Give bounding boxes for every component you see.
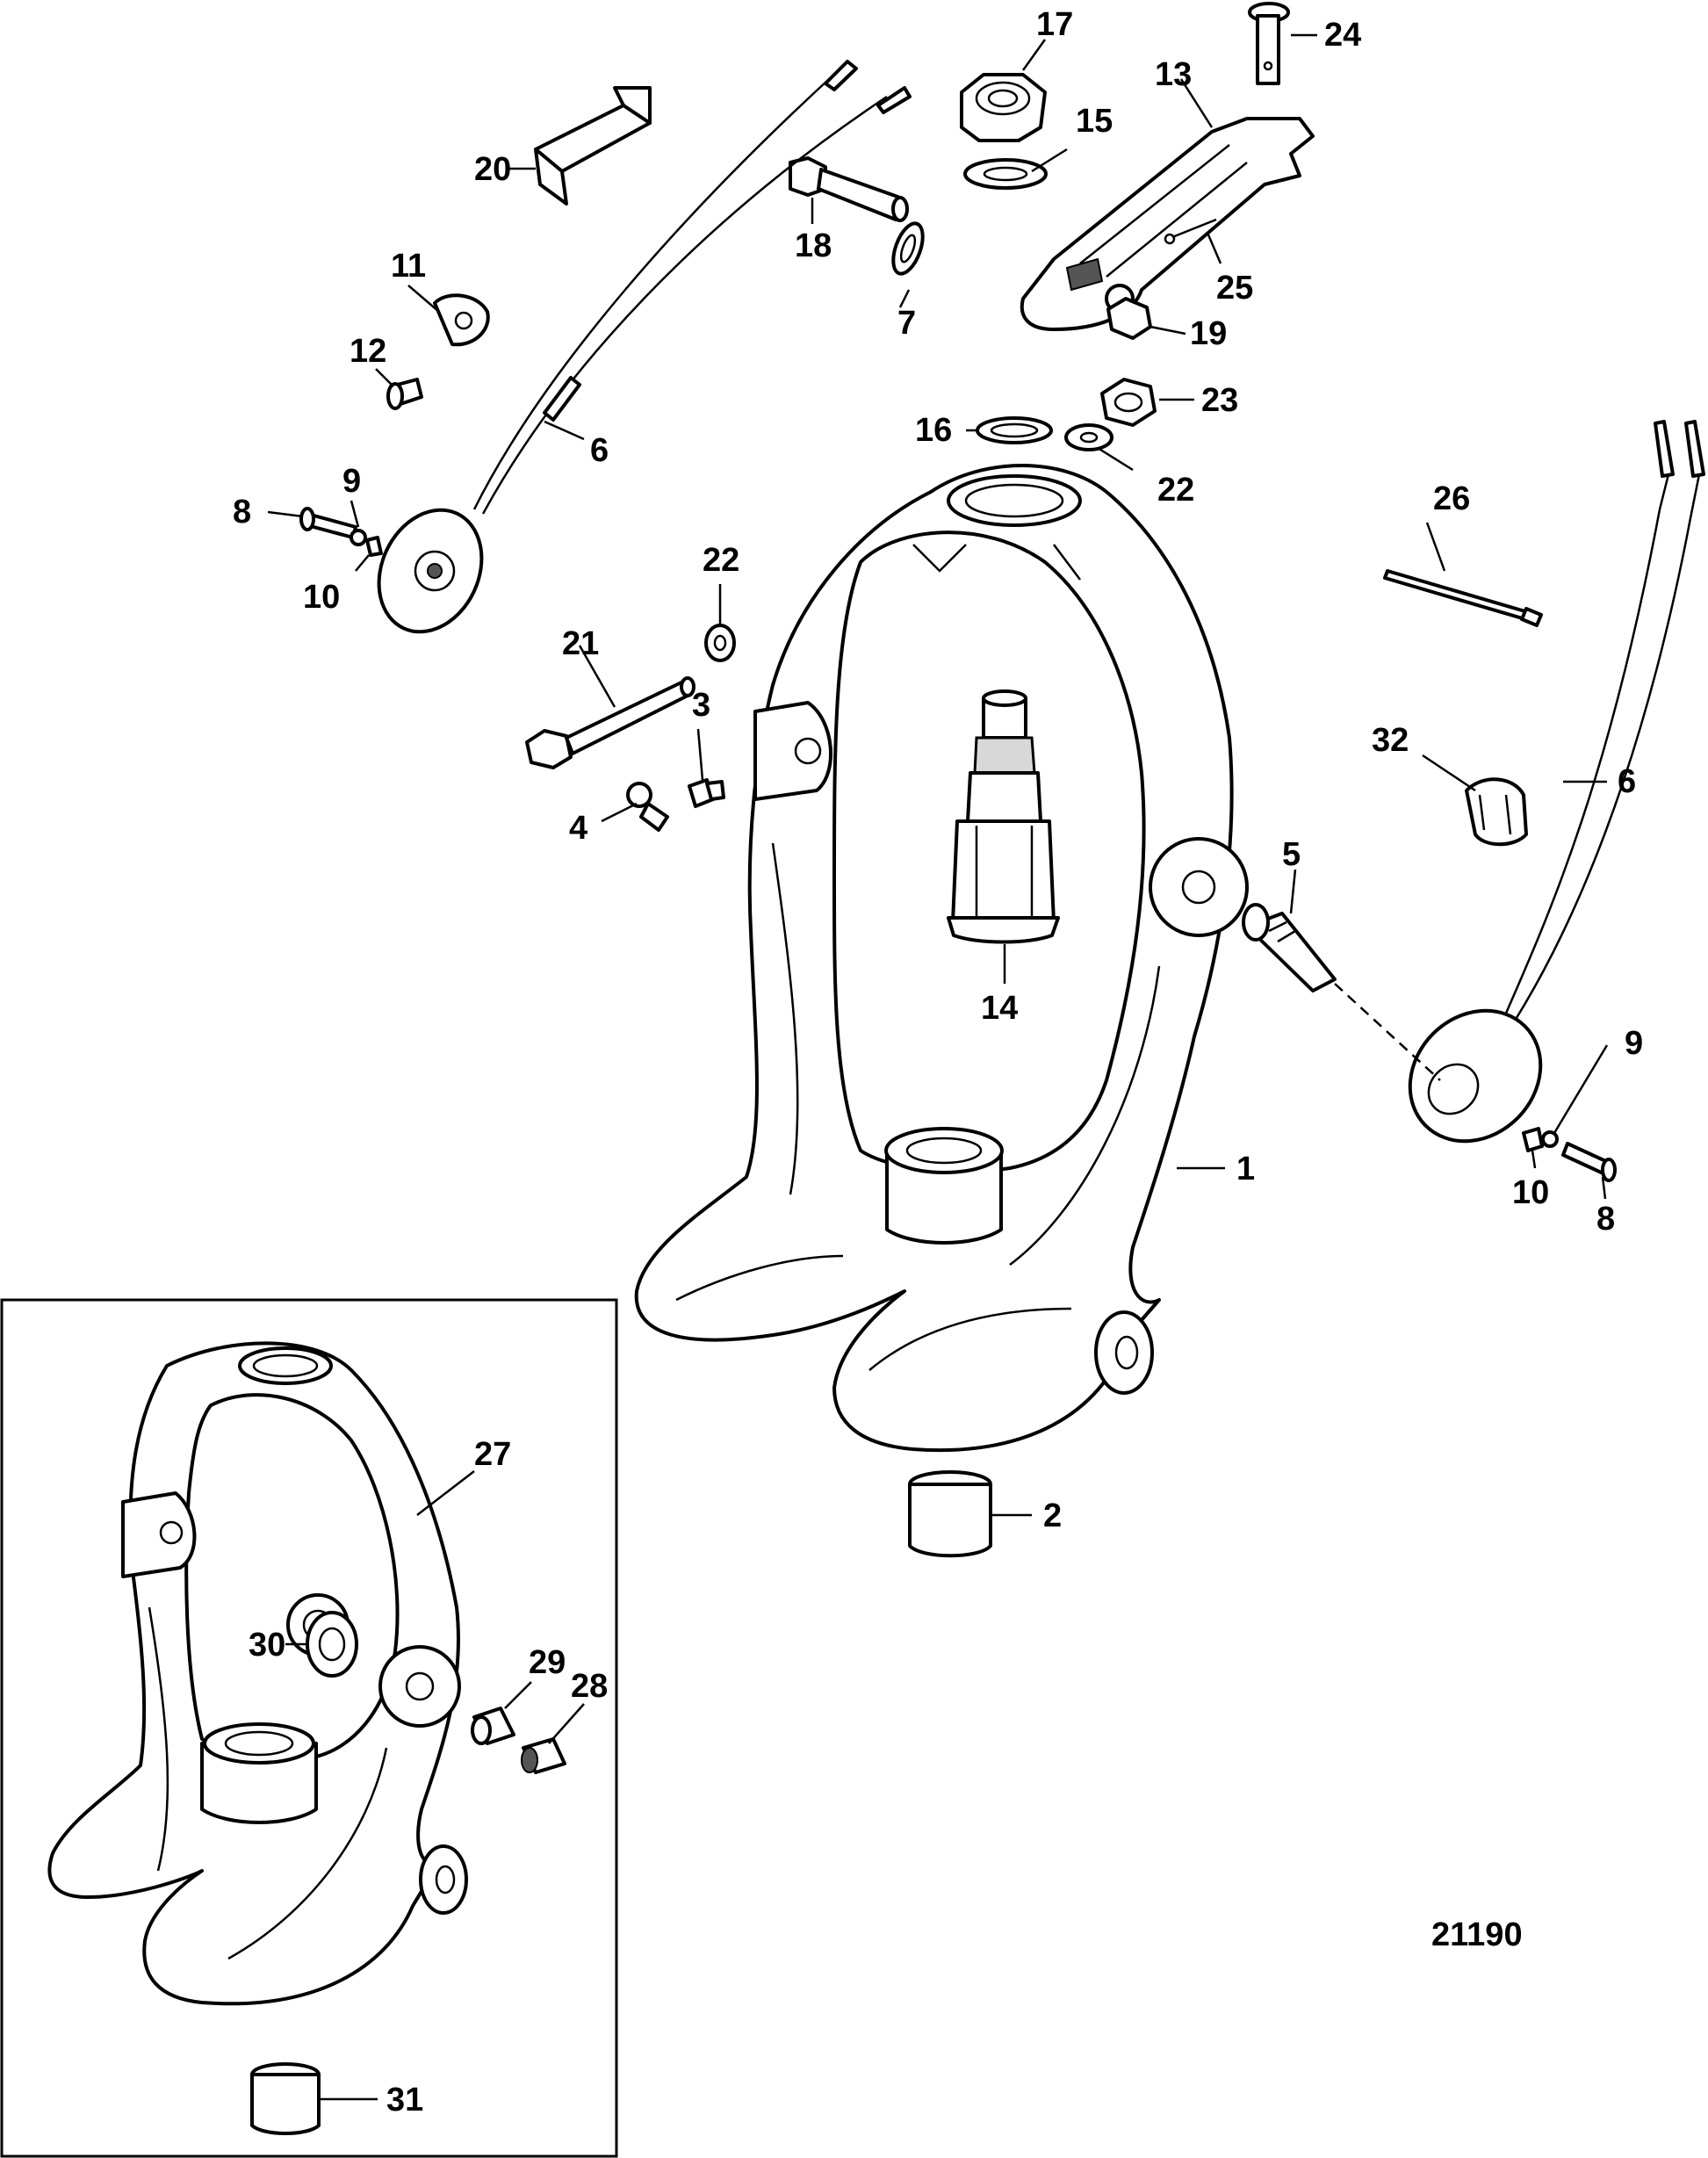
callout-30: 30 (249, 1627, 285, 1664)
callout-27: 27 (474, 1436, 511, 1473)
callout-13: 13 (1155, 56, 1192, 93)
swivel-bracket-part-1 (634, 464, 1249, 1453)
washer-part-9-left (350, 529, 367, 546)
cable-bracket-part-20 (534, 86, 652, 206)
callout-10-right: 10 (1512, 1174, 1549, 1211)
washer-part-30 (306, 1611, 358, 1678)
nut-part-23 (1100, 378, 1157, 427)
callout-9-left: 9 (342, 463, 361, 500)
bushing-part-10-left (365, 536, 383, 557)
screw-part-8-right (1561, 1142, 1617, 1182)
callout-2: 2 (1043, 1498, 1062, 1534)
washer-part-22-lower (704, 624, 736, 662)
callout-7: 7 (897, 305, 916, 342)
callout-18: 18 (795, 227, 832, 264)
callout-19: 19 (1190, 315, 1227, 352)
callout-16: 16 (915, 412, 952, 449)
trim-sender-cable-part-6-right (1500, 420, 1705, 1028)
callout-10-left: 10 (303, 579, 340, 616)
screw-part-12 (386, 378, 423, 410)
callout-3: 3 (692, 687, 710, 724)
washer-part-7 (891, 221, 925, 276)
cable-clip-part-32 (1465, 777, 1528, 847)
callout-23: 23 (1201, 382, 1238, 419)
grease-fitting-part-3 (688, 778, 725, 808)
callout-22-lower: 22 (703, 542, 739, 579)
callout-20: 20 (474, 151, 511, 188)
screw-part-8-left (299, 507, 357, 539)
callout-17: 17 (1036, 6, 1073, 43)
cable-tie-part-26 (1383, 569, 1543, 627)
trim-sender-part-left (377, 508, 484, 634)
callout-9-right: 9 (1625, 1025, 1643, 1062)
callout-12: 12 (350, 333, 386, 370)
alternate-swivel-bracket-part-27 (47, 1341, 468, 2006)
inset-frame (0, 1298, 618, 2158)
callout-14: 14 (981, 990, 1018, 1027)
callout-8-left: 8 (233, 494, 251, 530)
trim-sender-cable-part-6-left (472, 60, 912, 515)
callout-5: 5 (1282, 836, 1301, 873)
callout-29: 29 (529, 1644, 566, 1681)
steering-shaft-part-14 (947, 689, 1060, 944)
callout-32: 32 (1372, 722, 1409, 759)
callout-labels: 17 24 13 15 20 18 7 25 19 11 12 23 16 22… (233, 6, 1643, 2118)
callout-8-right: 8 (1596, 1201, 1615, 1238)
figure-id: 21190 (1431, 1916, 1523, 1953)
washer-part-15 (963, 158, 1048, 190)
callout-26: 26 (1433, 480, 1470, 517)
trim-sender-part-right (1408, 1008, 1543, 1144)
bolt-part-18 (789, 156, 909, 222)
callout-22-upper: 22 (1157, 472, 1194, 509)
pivot-pin-part-5 (1242, 903, 1441, 1081)
clip-part-4 (626, 782, 669, 832)
callout-6-left: 6 (590, 432, 609, 469)
callout-25: 25 (1216, 270, 1253, 307)
nut-part-19 (1106, 297, 1152, 340)
lock-nut-part-17 (960, 73, 1047, 142)
callout-31: 31 (386, 2082, 423, 2118)
callout-28: 28 (571, 1668, 608, 1705)
washer-part-22-upper (1064, 423, 1113, 451)
grease-fitting-part-28 (521, 1737, 566, 1774)
bushing-part-10-right (1522, 1127, 1544, 1152)
callout-15: 15 (1076, 103, 1113, 140)
washer-part-16 (976, 416, 1053, 444)
washer-part-9-right (1541, 1130, 1559, 1148)
bushing-part-31 (250, 2062, 321, 2135)
bushing-part-2 (908, 1470, 992, 1558)
callout-11: 11 (391, 248, 426, 285)
callout-24: 24 (1324, 17, 1361, 54)
clevis-pin-part-24 (1248, 2, 1290, 85)
bolt-part-21 (525, 676, 695, 769)
cotter-pin-part-25 (1164, 218, 1217, 245)
callout-4: 4 (569, 810, 587, 847)
retainer-part-11 (433, 293, 490, 347)
steering-arm-part-13 (1020, 117, 1315, 331)
callout-1: 1 (1236, 1151, 1255, 1187)
callout-21: 21 (562, 625, 599, 662)
leader-lines (267, 33, 1609, 2101)
bushing-part-29 (471, 1707, 515, 1745)
callout-6-right: 6 (1618, 763, 1636, 800)
